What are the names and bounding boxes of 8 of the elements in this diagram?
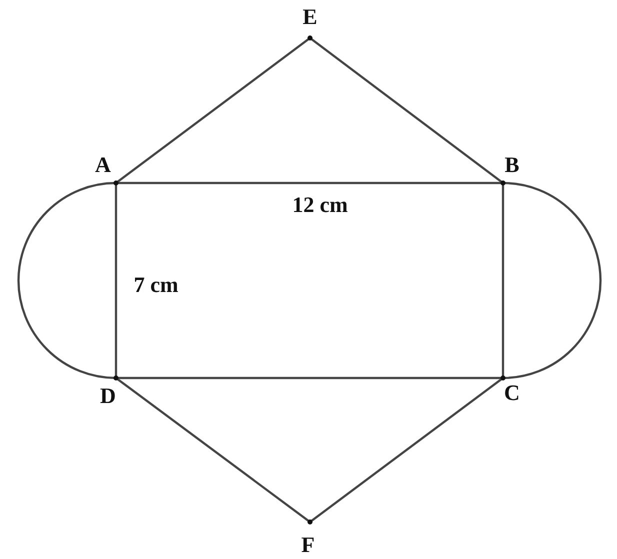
point-label: F: [301, 534, 315, 556]
point-label: B: [504, 154, 520, 176]
point-label: C: [504, 382, 520, 404]
dimension-label: 12 cm: [292, 194, 348, 216]
point-label: E: [302, 6, 318, 28]
dimension-label: 7 cm: [134, 274, 178, 296]
point-label: A: [95, 154, 111, 176]
point-label: D: [100, 385, 116, 407]
